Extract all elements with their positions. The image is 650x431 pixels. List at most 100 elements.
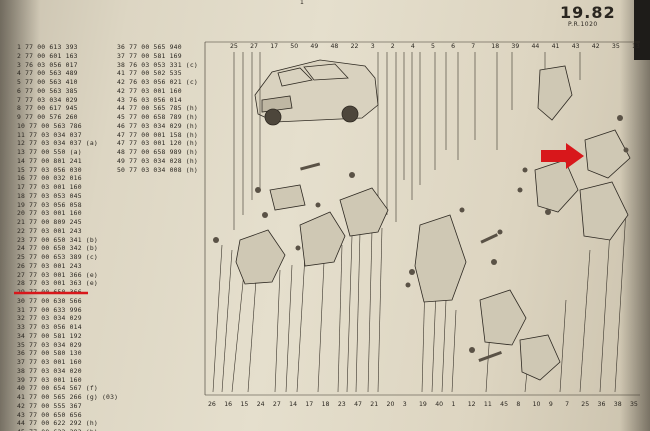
background-corner bbox=[634, 0, 650, 60]
callout-number: 27 bbox=[272, 401, 281, 408]
callout-number: 14 bbox=[289, 401, 298, 408]
parts-list-row: 23 77 00 650 341 (b) bbox=[17, 235, 98, 244]
small-bracket bbox=[269, 184, 306, 211]
parts-list-row: 19 77 03 056 058 bbox=[17, 200, 82, 209]
bolts-and-nuts bbox=[213, 115, 629, 362]
callout-number: 22 bbox=[350, 43, 359, 50]
car-illustration bbox=[254, 59, 379, 126]
callout-number: 8 bbox=[516, 401, 521, 408]
parts-list-row: 24 77 00 650 342 (b) bbox=[17, 244, 98, 253]
parts-list-row: 2 77 00 601 163 bbox=[17, 51, 78, 60]
callout-number: 11 bbox=[483, 401, 492, 408]
page-reference: P.R.1020 bbox=[568, 21, 598, 28]
parts-list-row: 6 77 00 563 385 bbox=[17, 86, 78, 95]
mount-rubber-block bbox=[299, 211, 346, 267]
callout-number: 13 bbox=[632, 43, 640, 50]
parts-list-row: 44 77 00 622 292 (h) bbox=[17, 419, 98, 428]
callout-number: 15 bbox=[240, 401, 249, 408]
parts-list-row: 50 77 03 034 008 (h) bbox=[117, 165, 198, 174]
parts-list-row: 10 77 00 563 786 bbox=[17, 121, 82, 130]
mount-bracket-right bbox=[579, 181, 629, 241]
parts-list-row: 33 77 03 056 014 bbox=[17, 323, 82, 331]
callout-number: 47 bbox=[354, 401, 362, 408]
callout-number: 44 bbox=[531, 43, 540, 50]
parts-list-row: 41 77 00 502 535 bbox=[117, 69, 182, 78]
callout-number: 18 bbox=[491, 43, 500, 50]
highlighted-mount bbox=[584, 129, 631, 179]
callout-number: 23 bbox=[337, 401, 346, 408]
callout-number: 35 bbox=[611, 43, 620, 50]
parts-list-row: 35 77 03 034 029 bbox=[17, 340, 82, 349]
parts-list-row: 36 77 00 565 940 bbox=[117, 43, 182, 51]
highlight-arrow bbox=[541, 143, 584, 169]
callout-number: 10 bbox=[532, 401, 541, 408]
parts-list-row: 22 77 03 001 243 bbox=[17, 226, 82, 235]
callout-number: 42 bbox=[591, 43, 600, 50]
parts-list-row: 48 77 00 658 989 (h) bbox=[117, 148, 198, 156]
lower-mount bbox=[479, 289, 527, 346]
parts-list-row: 46 77 03 034 029 (h) bbox=[117, 121, 198, 130]
parts-list-row: 43 76 03 056 014 bbox=[117, 95, 182, 104]
callout-number: 25 bbox=[581, 401, 590, 408]
parts-list-row: 31 77 00 633 996 bbox=[17, 305, 82, 314]
parts-list-row: 3 76 03 056 017 bbox=[17, 60, 78, 69]
callout-number: 9 bbox=[548, 401, 553, 408]
parts-list-row: 34 77 00 581 192 bbox=[17, 331, 82, 340]
callout-number: 48 bbox=[330, 43, 339, 50]
parts-list-row: 18 77 03 053 045 bbox=[17, 191, 82, 200]
parts-list-row: 13 77 00 550 (a) bbox=[17, 148, 82, 156]
header-fragment: 1 bbox=[300, 0, 304, 6]
parts-list-row: 32 77 03 034 029 bbox=[17, 314, 82, 323]
parts-list-row: 47 77 00 001 158 (h) bbox=[117, 130, 198, 139]
parts-list-row: 42 77 03 001 160 bbox=[117, 86, 182, 95]
gearbox-mount bbox=[414, 214, 467, 303]
parts-list-row: 15 77 03 056 030 bbox=[17, 165, 82, 174]
callout-number: 17 bbox=[270, 43, 279, 50]
leader-lines-top bbox=[233, 52, 581, 230]
callout-number: 21 bbox=[370, 401, 379, 408]
page-fold-shadow-left bbox=[0, 0, 40, 431]
parts-list-row: 36 77 00 580 130 bbox=[17, 349, 82, 358]
mount-plate bbox=[339, 187, 389, 237]
callout-number: 16 bbox=[224, 401, 233, 408]
callout-number: 40 bbox=[435, 401, 444, 408]
callout-number: 3 bbox=[402, 401, 407, 408]
engine-mount-parts bbox=[235, 65, 631, 381]
parts-list-row: 7 77 03 034 029 bbox=[17, 95, 78, 104]
parts-list-row: 42 77 00 555 367 bbox=[17, 401, 82, 410]
callout-number: 38 bbox=[613, 401, 622, 408]
callout-number: 25 bbox=[230, 43, 238, 50]
parts-list-row: 37 77 03 001 160 bbox=[17, 358, 82, 366]
leader-lines-bottom bbox=[212, 209, 627, 393]
torque-rod-bracket bbox=[537, 65, 573, 121]
parts-list-row: 26 77 03 001 243 bbox=[17, 261, 82, 270]
mount-arm bbox=[519, 334, 561, 381]
parts-list-row: 38 77 03 034 020 bbox=[17, 366, 82, 375]
parts-list-row: 9 77 00 576 260 bbox=[17, 113, 78, 121]
callout-number: 18 bbox=[321, 401, 330, 408]
callout-number: 43 bbox=[571, 43, 580, 50]
callout-number: 4 bbox=[410, 43, 415, 50]
parts-list-row: 44 77 00 565 785 (h) bbox=[117, 104, 198, 113]
parts-list-row: 17 77 03 001 160 bbox=[17, 183, 82, 191]
callout-number: 6 bbox=[451, 43, 456, 50]
parts-list-row: 43 77 00 650 656 bbox=[17, 410, 82, 419]
upper-mount bbox=[534, 159, 579, 213]
callout-number: 3 bbox=[370, 43, 375, 50]
callout-number: 49 bbox=[310, 43, 319, 50]
callout-number: 5 bbox=[431, 43, 435, 50]
parts-list-row: 11 77 03 034 037 bbox=[17, 130, 82, 139]
parts-list-row: 41 77 00 565 266 (g) (03) bbox=[17, 393, 119, 401]
callout-number: 39 bbox=[511, 43, 520, 50]
callout-number: 27 bbox=[250, 43, 258, 50]
parts-list-row: 37 77 00 581 169 bbox=[117, 51, 182, 60]
parts-list-row: 4 77 00 563 489 bbox=[17, 69, 78, 78]
callout-number: 20 bbox=[386, 401, 395, 408]
parts-list-row: 12 77 03 034 037 (a) bbox=[17, 139, 98, 148]
callout-number: 7 bbox=[471, 43, 476, 50]
parts-list-row: 20 77 03 001 160 bbox=[17, 209, 82, 218]
callout-number: 17 bbox=[305, 401, 314, 408]
parts-list-row: 45 77 00 658 789 (h) bbox=[117, 113, 198, 121]
